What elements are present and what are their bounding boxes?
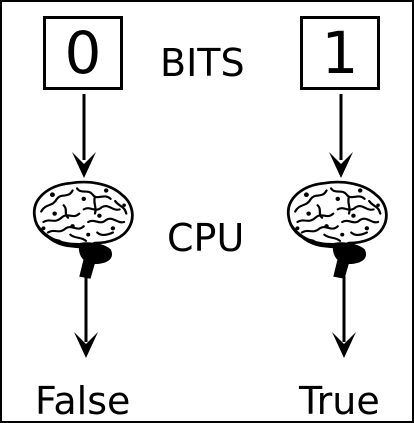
arrow-down-icon	[332, 276, 356, 358]
brain-icon	[32, 180, 134, 281]
cpu-label: CPU	[167, 216, 245, 260]
bits-label: BITS	[160, 41, 245, 85]
brain-icon	[286, 180, 388, 281]
true-output-label: True	[299, 379, 380, 423]
bit-one-value: 1	[321, 19, 359, 87]
arrow-down-icon	[329, 94, 353, 178]
bit-zero-box: 0	[43, 16, 123, 90]
arrow-down-icon	[72, 94, 96, 178]
bit-zero-value: 0	[64, 19, 102, 87]
bit-one-box: 1	[300, 16, 380, 90]
arrow-down-icon	[74, 276, 98, 358]
false-output-label: False	[35, 379, 131, 423]
